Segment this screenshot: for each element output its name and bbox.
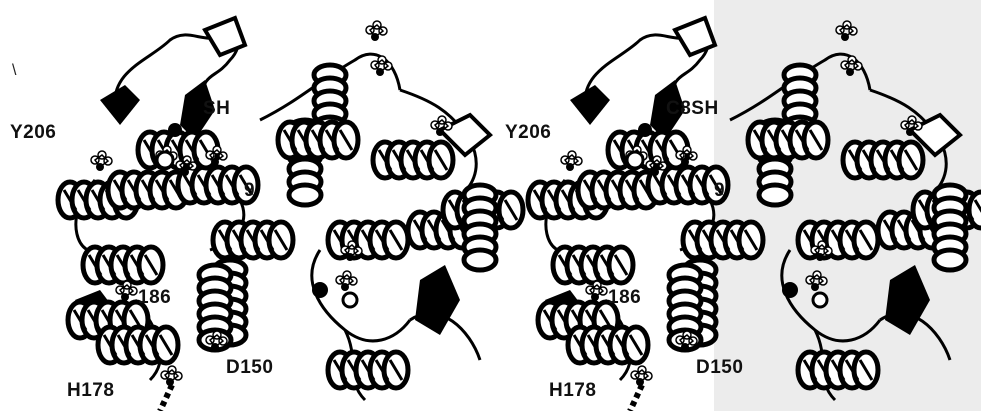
label-d150-left: D150	[226, 357, 273, 379]
label-d150-right: D150	[696, 357, 743, 379]
label-c8sh: C8SH	[666, 98, 719, 120]
label-186-left: 186	[138, 287, 171, 309]
left-stereo-image	[58, 18, 523, 411]
right-stereo-image	[528, 18, 981, 411]
label-y206-left-outer: Y206	[10, 122, 56, 144]
label-y206-left-inner: Y206	[505, 122, 551, 144]
label-h178-right: H178	[549, 380, 596, 402]
label-9-right: 9	[714, 180, 725, 202]
corner-tick-mark: \	[12, 62, 16, 80]
label-186-right: 186	[608, 287, 641, 309]
label-sh: SH	[203, 98, 230, 120]
label-h178-left: H178	[67, 380, 114, 402]
label-9-left: 9	[244, 180, 255, 202]
